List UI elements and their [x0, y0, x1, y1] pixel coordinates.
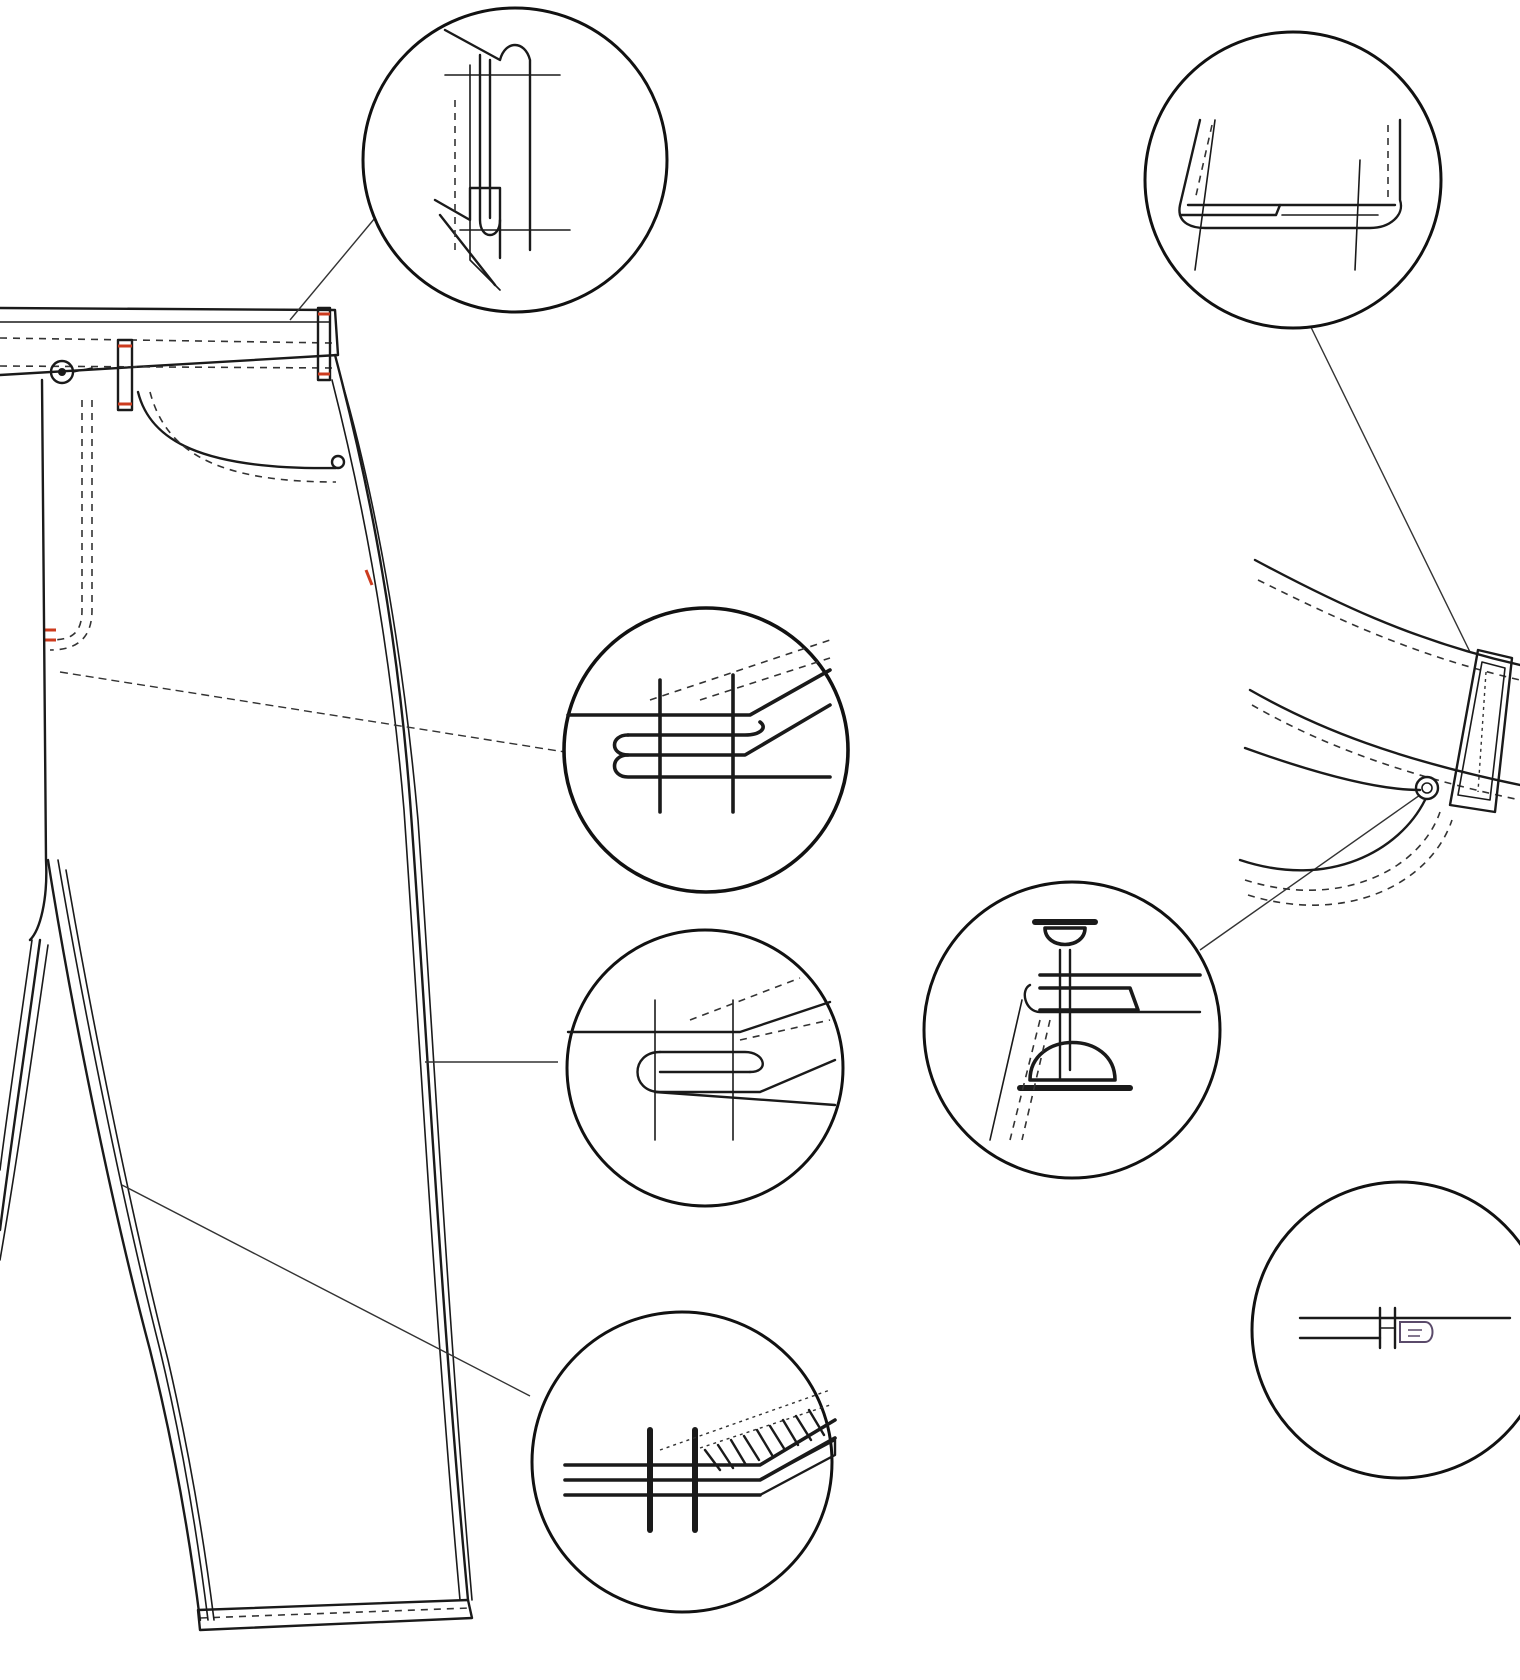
outseam-inner-line	[331, 379, 461, 1601]
callout-circle	[562, 606, 850, 894]
pocket-rivet-icon	[330, 454, 346, 470]
callout-inseam-overlock	[530, 1310, 837, 1614]
inseam-stitch-outer	[57, 859, 209, 1621]
callout-side-seam-felled	[562, 606, 850, 894]
inseam-outline	[46, 858, 202, 1622]
single-fold-felled-seam-detail-icon	[566, 977, 837, 1141]
outseam-outline	[333, 353, 470, 1602]
leader-fly-seam	[59, 671, 566, 753]
back-rivet-icon	[1414, 775, 1440, 801]
belt-loop-front	[116, 338, 134, 412]
rivet-cross-section-detail-icon	[989, 919, 1202, 1141]
leader-waistband	[289, 217, 376, 321]
back-panel-outline	[1253, 558, 1520, 667]
back-leg-inseam	[0, 938, 42, 1232]
callout-waistband-beltloop	[361, 6, 669, 314]
leader-inseam	[121, 1184, 531, 1397]
pocket-top-edge	[1243, 746, 1422, 792]
inseam-stitch-inner	[65, 869, 215, 1621]
yoke-outline	[1248, 688, 1520, 787]
back-pocket-view	[1238, 558, 1520, 906]
fly-stitch-outer	[49, 400, 83, 641]
callout-circle	[1143, 30, 1443, 330]
callout-hem	[1143, 30, 1443, 330]
hem-stitch	[199, 1607, 471, 1619]
waistband-outline	[0, 306, 340, 377]
callout-rivet-attachment	[922, 880, 1222, 1180]
center-front-line	[28, 378, 48, 942]
front-pocket-opening	[136, 390, 338, 470]
callout-circle	[565, 928, 845, 1208]
belt-loop-fold-detail-icon	[433, 28, 571, 291]
pocket-curve	[1238, 798, 1427, 872]
belt-loop-side	[316, 306, 332, 382]
leader-rivet	[1199, 794, 1421, 951]
hem-fold-detail-icon	[1178, 118, 1403, 271]
bartack-stitch-detail-icon	[1298, 1306, 1512, 1350]
leader-lines	[59, 217, 1471, 1397]
fly-stitch-inner	[49, 400, 93, 651]
callout-circle	[361, 6, 669, 314]
callout-outseam-flat-felled	[565, 928, 845, 1208]
waistband-stitch-line	[0, 337, 333, 344]
waist-button-icon	[49, 359, 93, 385]
hem-outline	[196, 1598, 474, 1632]
overlock-serged-seam-detail-icon	[563, 1389, 837, 1533]
leader-hem	[1304, 314, 1471, 653]
waistband-bottom-stitch	[0, 365, 333, 369]
jeans-front-view	[0, 306, 474, 1632]
outseam-double-line	[339, 374, 473, 1601]
double-needle-felled-seam-detail-icon	[566, 639, 832, 814]
belt-loop-back	[1448, 648, 1514, 814]
callout-bartack	[1250, 1180, 1520, 1480]
callout-circle	[530, 1310, 834, 1614]
callout-circle	[1250, 1180, 1520, 1480]
side-seam-bartack	[364, 569, 374, 586]
